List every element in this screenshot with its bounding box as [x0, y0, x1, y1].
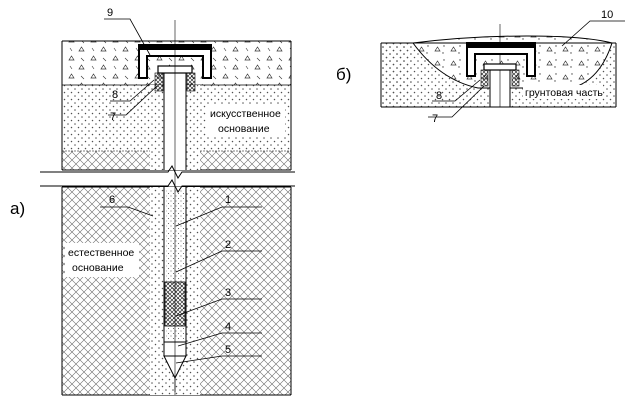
natural-base-label-2: основание [72, 262, 124, 274]
panel-a-label: а) [10, 199, 25, 218]
leader-lines-b [428, 20, 625, 118]
artificial-base-label-2: основание [218, 123, 270, 135]
callout-1: 1 [225, 194, 231, 206]
callout-8-b: 8 [436, 90, 442, 102]
callout-7-a: 7 [110, 111, 116, 123]
callout-6: 6 [109, 194, 115, 206]
callout-7-b: 7 [432, 113, 438, 125]
callout-2: 2 [225, 239, 231, 251]
callout-10: 10 [601, 9, 613, 21]
soil-part-label: грунтовая часть [525, 87, 603, 99]
callout-8-a: 8 [112, 89, 118, 101]
natural-base-label-1: естественное [68, 247, 134, 259]
artificial-base-label-1: искусственное [210, 108, 281, 120]
callout-3: 3 [225, 287, 231, 299]
leader-lines [100, 18, 262, 364]
panel-b-label: б) [336, 65, 351, 84]
cap-assembly-b [466, 42, 536, 77]
callout-5: 5 [225, 344, 231, 356]
panel-b-drawing: грунтовая часть 10 8 7 б) [336, 9, 625, 125]
panel-a-drawing: 9 8 7 1 2 3 4 5 6 искусственное основани… [10, 7, 295, 396]
callout-9: 9 [107, 7, 113, 19]
callout-4: 4 [225, 321, 231, 333]
